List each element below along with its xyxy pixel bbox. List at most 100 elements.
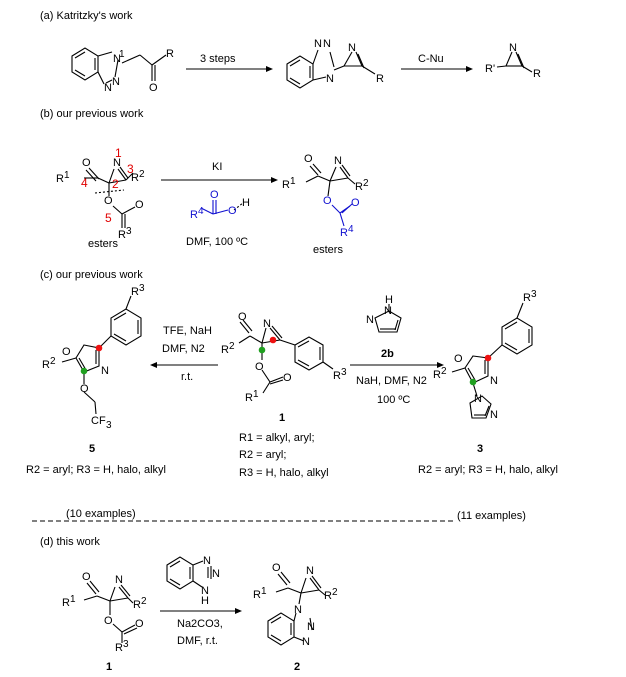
compound-1-label: 1 [279, 412, 285, 424]
red-dot-marker [95, 344, 103, 352]
svg-text:O: O [351, 197, 360, 209]
svg-text:3: 3 [127, 162, 134, 176]
left-reagent-2: DMF, N2 [162, 343, 205, 355]
svg-text:R': R' [485, 63, 495, 75]
svg-text:R: R [533, 68, 541, 80]
svg-text:2: 2 [141, 596, 147, 607]
svg-text:1: 1 [64, 170, 70, 181]
section-c-label: (c) our previous work [40, 269, 143, 281]
svg-text:1: 1 [261, 586, 267, 597]
svg-text:R: R [324, 590, 332, 602]
svg-text:2: 2 [332, 587, 338, 598]
examples-left: (10 examples) [66, 508, 136, 520]
svg-text:R: R [42, 359, 50, 371]
svg-text:1: 1 [119, 49, 125, 60]
compound-3-label: 3 [477, 443, 483, 455]
oxazole-product-5 [61, 295, 142, 415]
caption-esters-left: esters [88, 238, 118, 250]
conditions-na2co3: Na2CO3, [177, 618, 223, 630]
benzotriazole-ketone [71, 47, 167, 85]
svg-text:2: 2 [50, 356, 56, 367]
svg-text:H: H [201, 595, 209, 607]
svg-text:O: O [238, 311, 247, 323]
right-conditions-1: NaH, DMF, N2 [356, 375, 427, 387]
svg-text:N: N [294, 604, 302, 616]
scope-center-3: R3 = H, halo, alkyl [239, 467, 329, 479]
svg-text:N: N [263, 318, 271, 330]
svg-text:N: N [348, 42, 356, 54]
svg-text:N: N [307, 621, 315, 633]
ester-azirine-left [84, 166, 136, 228]
caption-esters-right: esters [313, 244, 343, 256]
svg-text:1: 1 [70, 594, 76, 605]
svg-text:N: N [112, 76, 120, 88]
compound-1-d-label: 1 [106, 661, 112, 673]
svg-text:O: O [228, 205, 237, 217]
label-c-nu: C-Nu [418, 53, 444, 65]
svg-text:1: 1 [290, 176, 296, 187]
scope-center-1: R1 = alkyl, aryl; [239, 432, 315, 444]
svg-text:1: 1 [253, 389, 259, 400]
svg-text:3: 3 [123, 639, 129, 650]
examples-right: (11 examples) [457, 510, 526, 522]
pyrazole-reagent [374, 304, 402, 333]
svg-text:N: N [474, 393, 482, 405]
benzotriazolyl-azirine-product-2 [267, 571, 326, 646]
svg-text:N: N [314, 38, 322, 50]
svg-text:O: O [104, 615, 113, 627]
benzotriazolyl-azirine [286, 49, 376, 89]
svg-text:O: O [62, 346, 71, 358]
svg-text:N: N [509, 42, 517, 54]
svg-text:5: 5 [105, 211, 112, 225]
svg-text:N: N [113, 53, 121, 65]
svg-text:H: H [385, 294, 393, 306]
svg-text:O: O [304, 153, 313, 165]
svg-text:R: R [131, 172, 139, 184]
svg-text:R: R [62, 597, 70, 609]
svg-text:R: R [282, 179, 290, 191]
svg-text:O: O [255, 361, 264, 373]
svg-text:O: O [149, 82, 158, 94]
svg-text:N: N [334, 155, 342, 167]
carboxylic-acid-reagent [200, 200, 244, 215]
azirine-ester-d [83, 580, 138, 643]
svg-text:O: O [283, 372, 292, 384]
svg-text:R: R [245, 392, 253, 404]
reagent-ki: KI [212, 161, 222, 173]
svg-text:R: R [166, 48, 174, 60]
svg-text:R: R [115, 642, 123, 654]
left-reagent-1: TFE, NaH [163, 325, 212, 337]
svg-text:N: N [104, 82, 112, 94]
svg-text:N: N [101, 365, 109, 377]
svg-text:H: H [242, 197, 250, 209]
scope-right: R2 = aryl; R3 = H, halo, alkyl [418, 464, 558, 476]
scope-center-2: R2 = aryl; [239, 449, 286, 461]
svg-text:N: N [302, 636, 310, 648]
svg-text:4: 4 [81, 176, 88, 190]
svg-text:R: R [340, 227, 348, 239]
svg-text:N: N [113, 157, 121, 169]
section-b-label: (b) our previous work [40, 108, 144, 120]
red-dot-marker [269, 336, 277, 344]
svg-text:O: O [135, 618, 144, 630]
svg-text:R: R [376, 73, 384, 85]
svg-text:R: R [253, 589, 261, 601]
azirine-ester-1 [238, 319, 334, 394]
svg-text:N: N [212, 568, 220, 580]
svg-text:O: O [210, 189, 219, 201]
section-d-label: (d) this work [40, 536, 100, 548]
conditions-dmf-100: DMF, 100 ºC [186, 236, 248, 248]
red-dot-marker [484, 354, 492, 362]
svg-text:3: 3 [106, 420, 112, 431]
green-dot-marker [469, 378, 477, 386]
svg-text:N: N [323, 38, 331, 50]
svg-text:R: R [523, 292, 531, 304]
section-a-label: (a) Katritzky's work [40, 10, 133, 22]
svg-text:R: R [221, 344, 229, 356]
svg-text:R: R [118, 229, 126, 241]
svg-text:R: R [355, 181, 363, 193]
svg-text:R: R [190, 209, 198, 221]
svg-text:4: 4 [198, 206, 204, 217]
svg-text:3: 3 [139, 283, 145, 294]
